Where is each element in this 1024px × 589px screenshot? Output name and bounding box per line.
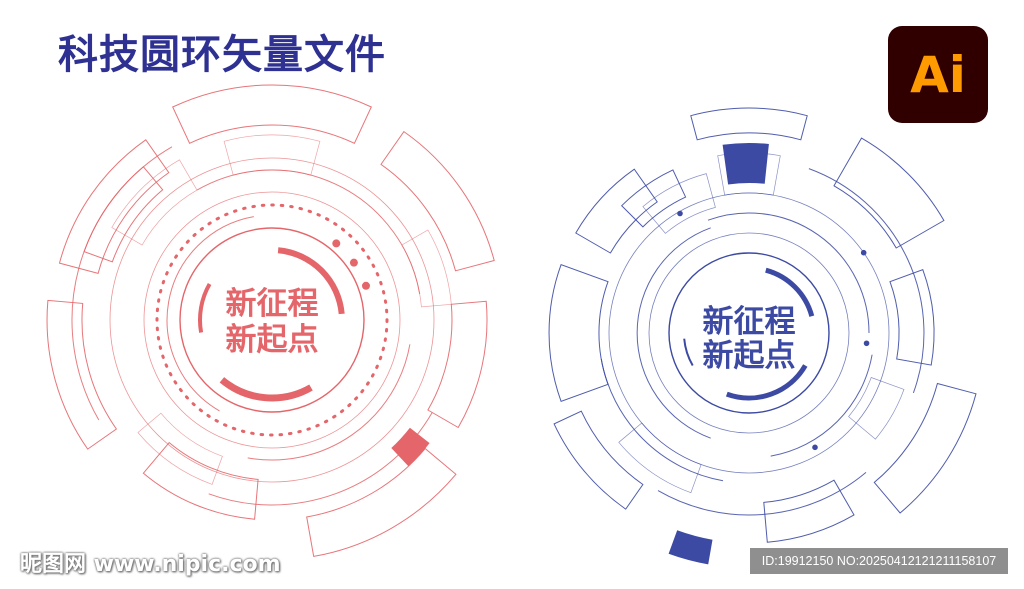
thin-arc [166,216,254,412]
thick-arc [277,247,345,315]
outline-sector [306,447,457,557]
outline-sector [575,168,658,254]
inner-sector [137,412,223,485]
thick-arc [725,364,808,401]
inner-sector [111,159,198,246]
thin-arc [600,358,724,482]
thick-arc [197,283,212,333]
thick-arc [683,338,694,367]
thin-arc [808,168,925,394]
node-dot [332,239,341,248]
outline-sector [58,139,170,275]
thin-circle [179,227,365,413]
node-dot [860,249,867,256]
thin-arc [208,412,433,506]
outline-sector [380,130,495,272]
solid-block [391,427,430,467]
thin-arc [636,227,711,439]
thin-circle [668,252,830,414]
thin-circle [109,157,435,483]
outline-sector [172,84,372,144]
node-dot [361,281,370,290]
logo-text: Ai [910,45,966,104]
thin-arc [707,212,870,334]
thin-arc [770,354,873,457]
outline-sector [46,299,118,450]
outline-sector [833,137,945,249]
red-tech-ring [46,84,495,557]
dotted-circle [155,203,389,437]
thin-arc [657,472,867,516]
node-dot [812,444,818,451]
thin-arc [196,169,421,295]
outline-sector [873,382,977,514]
outline-sector [142,441,259,520]
outline-sector [553,410,644,510]
inner-sector [848,377,905,440]
node-dot [349,258,358,267]
site-watermark: 昵图网 www.nipic.com [20,552,281,577]
node-dot [677,210,683,217]
outline-sector [548,263,609,403]
inner-sector [223,134,321,176]
illustrator-logo-icon: Ai [888,26,988,123]
outline-sector [620,169,687,228]
outline-sector [427,300,488,429]
outline-sector [690,107,808,141]
thin-circle [143,191,401,449]
page-title: 科技圆环矢量文件 [58,32,386,78]
outline-sector [763,479,855,543]
red-ring-line1: 新征程 [226,286,319,322]
blue-tech-ring [548,107,977,565]
id-watermark: ID:19912150 NO:20250412121211158107 [750,548,1008,574]
thin-circle [648,232,850,434]
outline-sector [83,166,164,263]
inner-sector [642,173,716,234]
solid-block [668,530,713,565]
node-dot [863,340,870,347]
thick-arc [219,377,313,402]
inner-sector [618,422,702,494]
red-ring-line2: 新起点 [226,322,319,358]
blue-ring-line1: 新征程 [703,304,796,340]
outline-sector [889,269,935,366]
inner-sector [401,229,452,308]
thin-arc [247,344,411,461]
solid-block [722,142,769,185]
thick-arc [765,267,815,317]
blue-ring-line2: 新起点 [703,338,796,374]
